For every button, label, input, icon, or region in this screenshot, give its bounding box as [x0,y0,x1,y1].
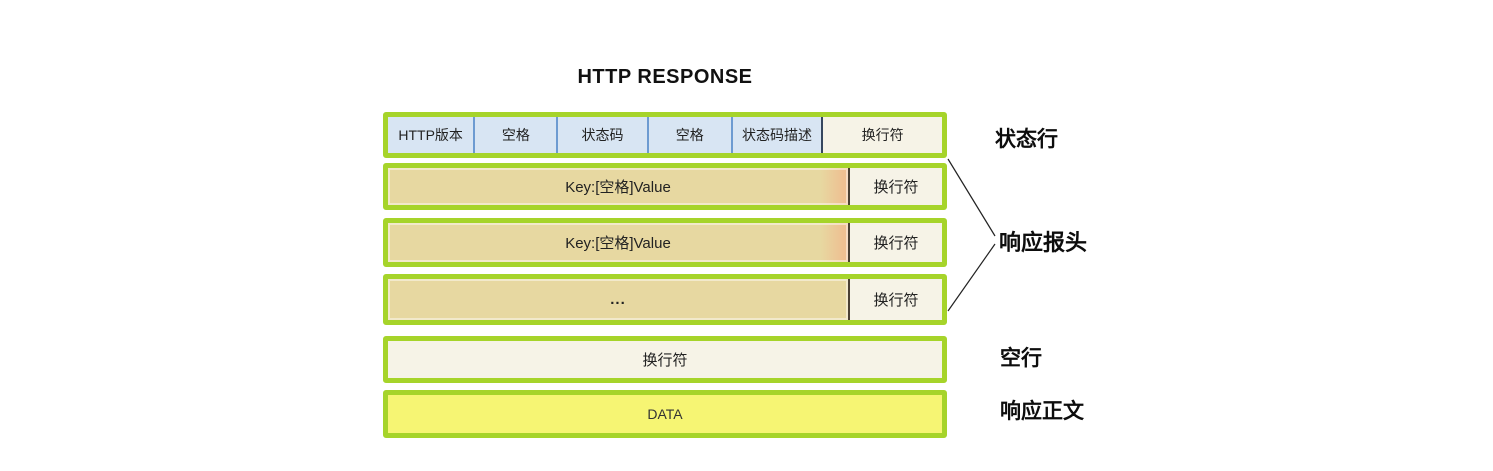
response-body-row: DATA [383,390,947,438]
diagram-title: HTTP RESPONSE [577,66,753,88]
newline-cell: 换行符 [848,223,942,262]
cell-space-1: 空格 [473,117,557,153]
response-header-row-1: Key:[空格]Value 换行符 [383,163,947,210]
label-response-headers: 响应报头 [999,230,1088,255]
newline-cell: 换行符 [848,168,942,205]
label-blank-line: 空行 [1000,347,1042,370]
cell-http-version: HTTP版本 [388,117,474,153]
label-status-line: 状态行 [995,128,1058,151]
data-cell: DATA [388,395,942,433]
ellipsis-cell: ... [388,279,848,320]
newline-cell: 换行符 [848,279,942,320]
cell-space-2: 空格 [646,117,731,153]
key-value-cell: Key:[空格]Value [388,168,848,205]
response-header-row-ellipsis: ... 换行符 [383,274,947,325]
blank-line-row: 换行符 [383,336,947,383]
blank-line-newline-cell: 换行符 [388,341,942,378]
status-line-row: HTTP版本 空格 状态码 空格 状态码描述 换行符 [383,112,947,158]
cell-status-description: 状态码描述 [730,117,822,153]
label-response-body: 响应正文 [1000,400,1084,423]
cell-newline: 换行符 [821,117,942,153]
cell-status-code: 状态码 [556,117,647,153]
response-header-row-2: Key:[空格]Value 换行符 [383,218,947,267]
key-value-cell: Key:[空格]Value [388,223,848,262]
